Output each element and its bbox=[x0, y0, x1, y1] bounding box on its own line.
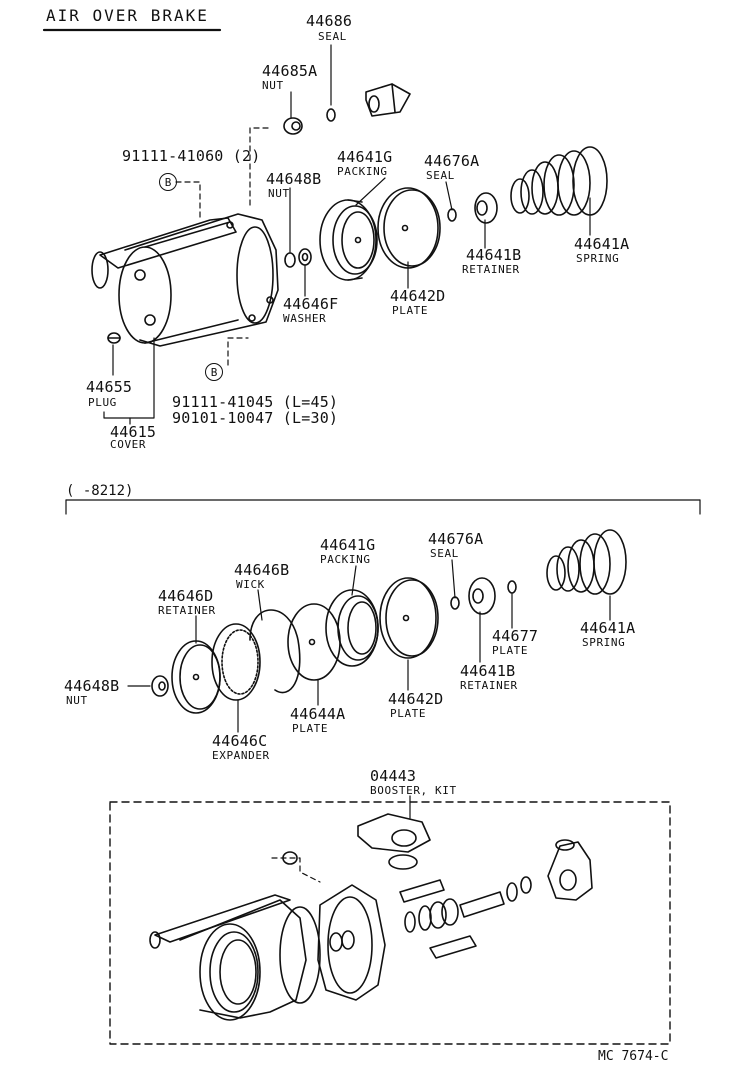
label-44641B-mid-name: RETAINER bbox=[460, 679, 518, 692]
booster-kit-boundary bbox=[109, 801, 671, 1045]
label-91111-41060-number: 91111-41060 (2) bbox=[122, 147, 261, 165]
middle-leaders bbox=[127, 559, 611, 733]
label-44641B-top-name: RETAINER bbox=[462, 263, 520, 276]
wick-44646B-shape bbox=[249, 609, 301, 694]
label-44641A-mid-name: SPRING bbox=[582, 636, 626, 649]
label-91111-41045-number: 91111-41045 (L=45) bbox=[172, 393, 339, 411]
label-44642D-top-name: PLATE bbox=[392, 304, 429, 317]
label-44641G-mid-number: 44641G bbox=[320, 536, 376, 554]
label-44677-name: PLATE bbox=[492, 644, 529, 657]
spring-44641A-top-shape bbox=[510, 146, 608, 216]
figure-reference: MC 7674-C bbox=[598, 1049, 669, 1064]
label-44642D-mid-name: PLATE bbox=[390, 707, 427, 720]
label-44646B-name: WICK bbox=[236, 578, 265, 591]
label-44646D-name: RETAINER bbox=[158, 604, 216, 617]
seal-44676A-mid-shape bbox=[450, 596, 460, 610]
washer-44646F-shape bbox=[298, 248, 312, 266]
label-04443-number: 04443 bbox=[370, 767, 417, 785]
retainer-44646D-shape bbox=[171, 640, 221, 714]
nut-44648B-mid-shape bbox=[151, 675, 169, 697]
label-44685A-name: NUT bbox=[262, 79, 284, 92]
bolt-b-symbol-bottom: B bbox=[205, 363, 223, 381]
label-44615-name: COVER bbox=[110, 438, 147, 451]
label-44641B-top-number: 44641B bbox=[466, 246, 522, 264]
plug-44655-shape bbox=[107, 332, 121, 344]
nut-44648B-shape bbox=[284, 252, 296, 268]
bolt-b-symbol-top: B bbox=[159, 173, 177, 191]
label-44676A-mid-number: 44676A bbox=[428, 530, 484, 548]
label-44655-name: PLUG bbox=[88, 396, 117, 409]
label-44641B-mid-number: 44641B bbox=[460, 662, 516, 680]
label-44686-name: SEAL bbox=[318, 30, 347, 43]
bolt-dash-lines bbox=[175, 127, 271, 366]
label-44644A-name: PLATE bbox=[292, 722, 329, 735]
plate-44677-shape bbox=[507, 580, 517, 594]
label-44641G-top-number: 44641G bbox=[337, 148, 393, 166]
plate-44642D-top-shape bbox=[377, 187, 441, 269]
spring-44641A-mid-shape bbox=[546, 529, 627, 595]
retainer-44641B-mid-shape bbox=[468, 577, 496, 615]
label-44646C-number: 44646C bbox=[212, 732, 268, 750]
label-44686-number: 44686 bbox=[306, 12, 353, 30]
plate-44642D-mid-shape bbox=[379, 577, 439, 659]
diagram-title: AIR OVER BRAKE bbox=[46, 6, 209, 25]
label-04443-name: BOOSTER, KIT bbox=[370, 784, 457, 797]
label-44676A-top-name: SEAL bbox=[426, 169, 455, 182]
label-44644A-number: 44644A bbox=[290, 705, 346, 723]
label-44655-number: 44655 bbox=[86, 378, 133, 396]
packing-44641G-top-shape bbox=[319, 199, 378, 281]
label-44648B-mid-name: NUT bbox=[66, 694, 88, 707]
label-44648B-mid-number: 44648B bbox=[64, 677, 120, 695]
plate-44644A-shape bbox=[287, 603, 341, 681]
label-44642D-mid-number: 44642D bbox=[388, 690, 444, 708]
label-44646F-number: 44646F bbox=[283, 295, 339, 313]
label-44641A-top-number: 44641A bbox=[574, 235, 630, 253]
label-44648B-top-number: 44648B bbox=[266, 170, 322, 188]
top-leaders bbox=[103, 44, 591, 425]
retainer-44641B-top-shape bbox=[474, 192, 498, 224]
label-90101-10047-number: 90101-10047 (L=30) bbox=[172, 409, 339, 427]
label-44685A-number: 44685A bbox=[262, 62, 318, 80]
label-44646C-name: EXPANDER bbox=[212, 749, 270, 762]
label-44641G-top-name: PACKING bbox=[337, 165, 388, 178]
production-range-label: ( -8212) bbox=[66, 483, 134, 499]
expander-44646C-shape bbox=[211, 623, 261, 701]
label-44641A-top-name: SPRING bbox=[576, 252, 620, 265]
cover-44615-shape bbox=[91, 213, 279, 347]
label-44641A-mid-number: 44641A bbox=[580, 619, 636, 637]
label-44646F-name: WASHER bbox=[283, 312, 327, 325]
label-44648B-top-name: NUT bbox=[268, 187, 290, 200]
label-44646B-number: 44646B bbox=[234, 561, 290, 579]
seal-44676A-top-shape bbox=[447, 208, 457, 222]
label-44646D-number: 44646D bbox=[158, 587, 214, 605]
label-44676A-mid-name: SEAL bbox=[430, 547, 459, 560]
label-44641G-mid-name: PACKING bbox=[320, 553, 371, 566]
label-44642D-top-number: 44642D bbox=[390, 287, 446, 305]
label-44677-number: 44677 bbox=[492, 627, 539, 645]
booster-kit-parts bbox=[149, 813, 593, 1021]
range-bracket bbox=[65, 499, 701, 515]
label-44615-number: 44615 bbox=[110, 423, 157, 441]
seal-44686-shape bbox=[326, 108, 336, 122]
packing-44641G-mid-shape bbox=[325, 589, 379, 667]
label-44676A-top-number: 44676A bbox=[424, 152, 480, 170]
nut-44685A-shape bbox=[283, 117, 303, 135]
bracket-shape bbox=[365, 83, 411, 117]
